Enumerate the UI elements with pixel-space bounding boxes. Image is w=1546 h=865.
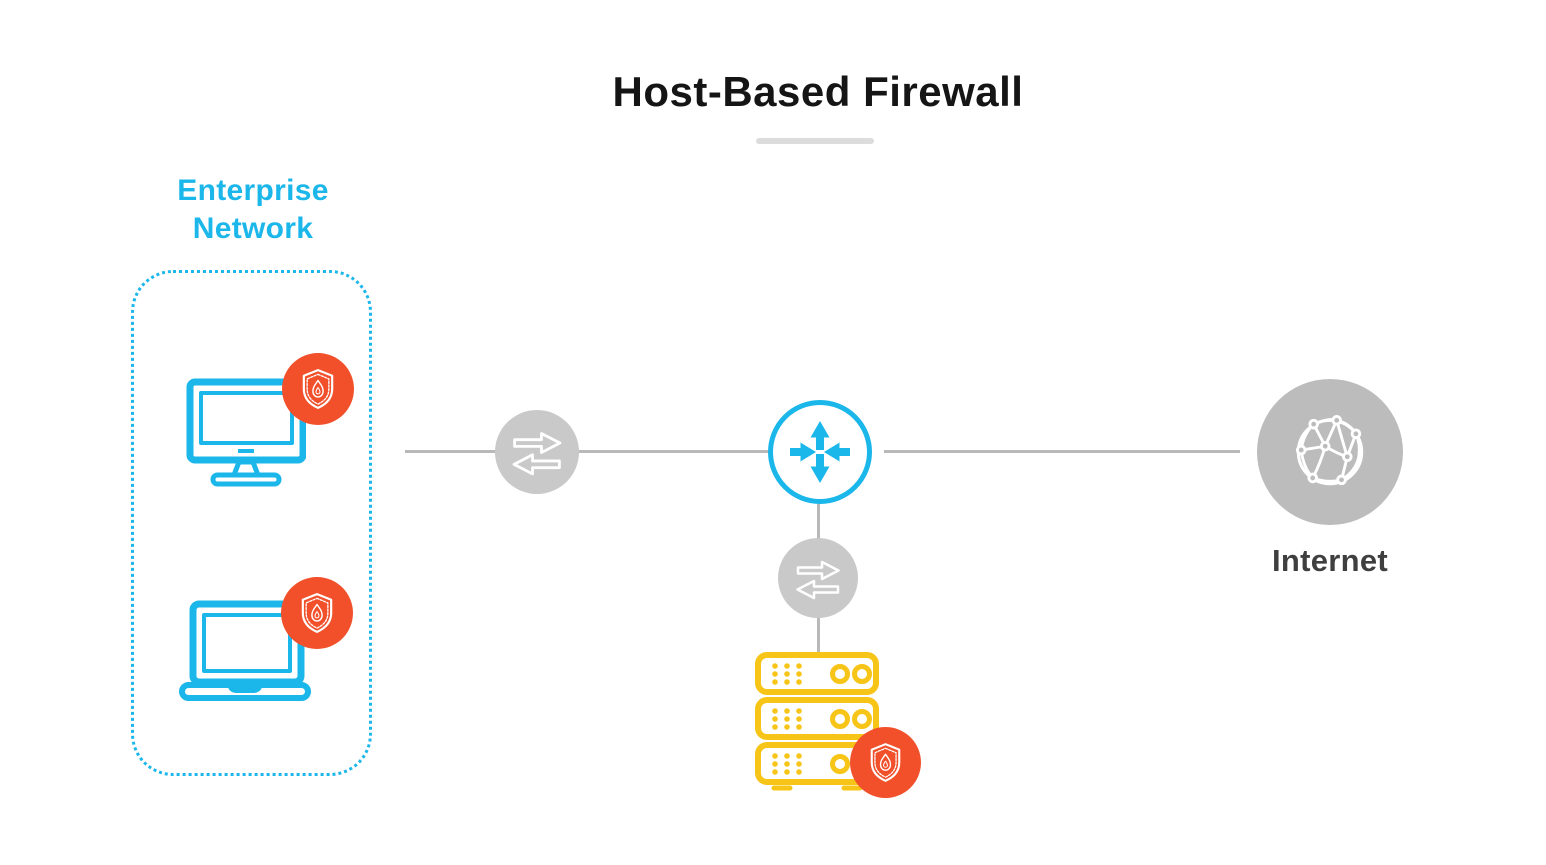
traffic-exchange-left-node (495, 410, 579, 494)
page-title: Host-Based Firewall (612, 68, 1024, 115)
connector-router-to-internet (884, 450, 1240, 453)
traffic-exchange-bottom-node (778, 538, 858, 618)
router-node (768, 400, 872, 504)
laptop-firewall-badge (281, 577, 353, 649)
title-underline (756, 138, 874, 144)
router-arrows-icon (790, 421, 850, 483)
firewall-shield-icon (301, 593, 333, 633)
enterprise-network-boundary (131, 270, 372, 776)
enterprise-network-label: Enterprise Network (177, 174, 329, 245)
laptop-icon (179, 600, 311, 701)
firewall-shield-icon (870, 743, 901, 782)
connector-enterprise-to-router (405, 450, 770, 453)
globe-network-icon (1295, 415, 1364, 486)
server-firewall-badge (850, 727, 921, 798)
internet-label: Internet (1271, 543, 1389, 578)
desktop-firewall-badge (282, 353, 354, 425)
laptop-computer (178, 600, 312, 709)
exchange-arrows-icon (512, 432, 562, 476)
exchange-arrows-icon (796, 560, 840, 599)
server-stack (754, 651, 880, 796)
firewall-shield-icon (302, 369, 334, 409)
server-rack-icon (755, 652, 879, 791)
internet-node (1257, 379, 1403, 525)
